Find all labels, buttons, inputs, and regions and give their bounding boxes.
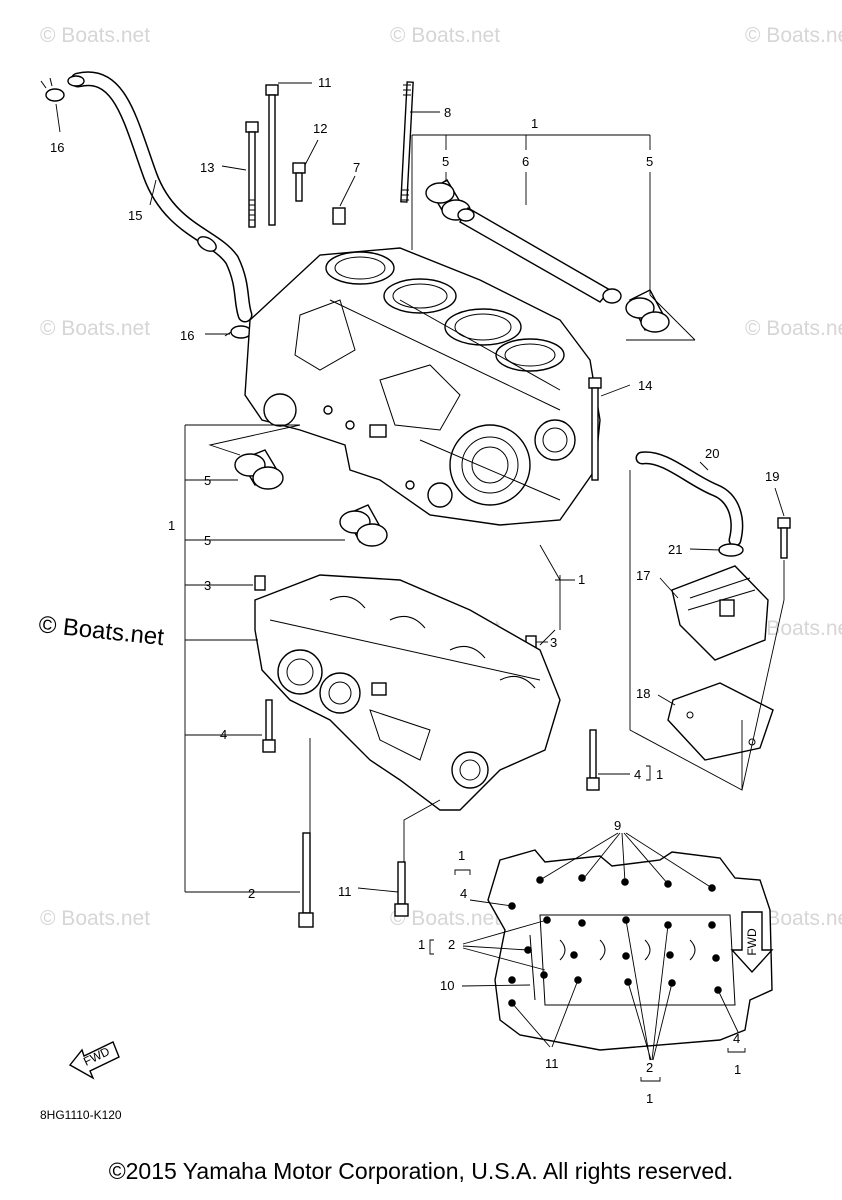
bearings-and-shaft-drawing — [234, 179, 670, 547]
watermark-bottom-center: © Boats.net — [390, 907, 500, 930]
bracket-pattern-bottom — [640, 1077, 661, 1082]
watermark-top-right: © Boats.net — [745, 24, 842, 47]
callout-11-top: 11 — [318, 75, 332, 90]
callout-4-right: 4 — [634, 767, 641, 782]
callout-1-left: 1 — [168, 518, 175, 533]
callout-17: 17 — [636, 568, 650, 583]
callout-21: 21 — [668, 542, 682, 557]
callout-1-pattern-bottom-right: 1 — [734, 1062, 741, 1077]
watermark-bottom-left: © Boats.net — [40, 907, 150, 930]
callout-1-pattern-top: 1 — [458, 848, 465, 863]
callout-20: 20 — [705, 446, 719, 461]
callout-16-mid: 16 — [180, 328, 194, 343]
copyright-notice: ©2015 Yamaha Motor Corporation, U.S.A. A… — [108, 1158, 734, 1184]
callout-2-left: 2 — [248, 886, 255, 901]
watermark-large: © Boats.net — [37, 611, 165, 651]
watermark-mid-left: © Boats.net — [40, 317, 150, 340]
upper-crankcase-drawing — [244, 247, 601, 526]
callout-9: 9 — [614, 818, 621, 833]
bracket-4-right — [646, 765, 651, 781]
callout-1-after-4: 1 — [656, 767, 663, 782]
watermark-top-left: © Boats.net — [40, 24, 150, 47]
callout-5-left-a: 5 — [204, 473, 211, 488]
callout-5-left-b: 5 — [204, 533, 211, 548]
callout-1-pattern-bottom: 1 — [646, 1091, 653, 1106]
pattern-fwd-label: FWD — [745, 928, 759, 956]
callout-10: 10 — [440, 978, 454, 993]
callout-4-left: 4 — [220, 727, 227, 742]
bracket-pattern-left — [429, 939, 434, 955]
breather-parts-drawing — [635, 451, 774, 761]
callout-4-pattern-top: 4 — [460, 886, 467, 901]
callout-14: 14 — [638, 378, 652, 393]
callout-5-left-top: 5 — [442, 154, 449, 169]
callout-11-lower: 11 — [338, 884, 352, 899]
watermark-right: © Boats.net — [745, 617, 842, 640]
callout-18: 18 — [636, 686, 650, 701]
callout-11-pattern: 11 — [545, 1056, 559, 1071]
callout-6: 6 — [522, 154, 529, 169]
callout-2-pattern-bottom: 2 — [646, 1060, 653, 1075]
callout-13: 13 — [200, 160, 214, 175]
callout-5-right-top: 5 — [646, 154, 653, 169]
drawing-code: 8HG1110-K120 — [40, 1108, 122, 1122]
callout-3-left: 3 — [204, 578, 211, 593]
bolt-pattern-drawing: FWD — [461, 832, 774, 1061]
callout-1-pattern-left: 1 — [418, 937, 425, 952]
callout-7: 7 — [353, 160, 360, 175]
fwd-arrow-tag: FWD — [68, 1041, 120, 1080]
lower-crankcase-drawing — [254, 574, 561, 811]
callout-12: 12 — [313, 121, 327, 136]
bracket-pattern-top — [454, 869, 471, 875]
watermark-top-center: © Boats.net — [390, 24, 500, 47]
callout-3-right: 3 — [550, 635, 557, 650]
callout-2-pattern-left: 2 — [448, 937, 455, 952]
callout-16-top: 16 — [50, 140, 64, 155]
callout-8: 8 — [444, 105, 451, 120]
callout-4-pattern-bottom: 4 — [733, 1031, 740, 1046]
watermark-mid-right: © Boats.net — [745, 317, 842, 340]
oil-hose-drawing — [40, 71, 258, 339]
leader-lines — [55, 82, 785, 893]
callout-1-top: 1 — [531, 116, 538, 131]
callout-1-right: 1 — [578, 572, 585, 587]
callout-15: 15 — [128, 208, 142, 223]
bracket-pattern-bottom-right — [727, 1048, 746, 1053]
callout-labels: 11 8 1 12 16 5 6 5 13 7 15 16 14 20 5 19… — [50, 75, 779, 1106]
callout-19: 19 — [765, 469, 779, 484]
